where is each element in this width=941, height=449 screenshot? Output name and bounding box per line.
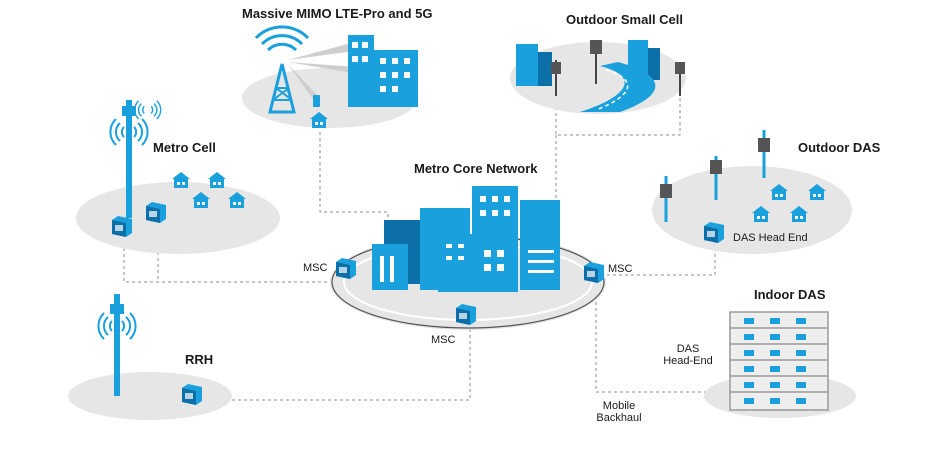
- das-head-end-indoor-line2: Head-End: [663, 355, 713, 367]
- metro-core-network-title: Metro Core Network: [414, 161, 538, 176]
- msc-left-label: MSC: [303, 262, 328, 274]
- mobile-backhaul-line2: Backhaul: [596, 412, 642, 424]
- outdoor-das-line: [607, 240, 716, 276]
- massive-mimo-group: [242, 25, 418, 128]
- small-cell-line: [555, 80, 681, 136]
- massive-mimo-title: Massive MIMO LTE-Pro and 5G: [242, 6, 433, 21]
- rrh-line: [208, 330, 471, 401]
- msc-bottom-label: MSC: [431, 334, 456, 346]
- metro-core-group: [330, 186, 606, 330]
- outdoor-small-cell-title: Outdoor Small Cell: [566, 12, 684, 27]
- indoor-das-title: Indoor DAS: [754, 287, 826, 302]
- outdoor-das-group: [652, 130, 852, 254]
- rrh-title: RRH: [185, 352, 214, 367]
- mimo-to-core-line: [319, 132, 389, 248]
- das-head-end-label: DAS Head End: [733, 232, 808, 244]
- outdoor-das-title: Outdoor DAS: [798, 140, 881, 155]
- mobile-backhaul-label: Mobile Backhaul: [585, 400, 653, 424]
- metro-cell-group: [76, 100, 280, 254]
- metro-cell-title: Metro Cell: [153, 140, 216, 155]
- das-head-end-indoor-line1: DAS: [676, 343, 700, 355]
- mobile-backhaul-line1: Mobile: [602, 400, 636, 412]
- das-head-end-indoor-label: DAS Head-End: [652, 343, 724, 367]
- msc-right-label: MSC: [608, 263, 633, 275]
- indoor-das-line: [595, 290, 735, 393]
- outdoor-small-cell-group: [510, 40, 686, 114]
- rrh-group: [68, 294, 232, 420]
- indoor-das-group: [704, 311, 856, 418]
